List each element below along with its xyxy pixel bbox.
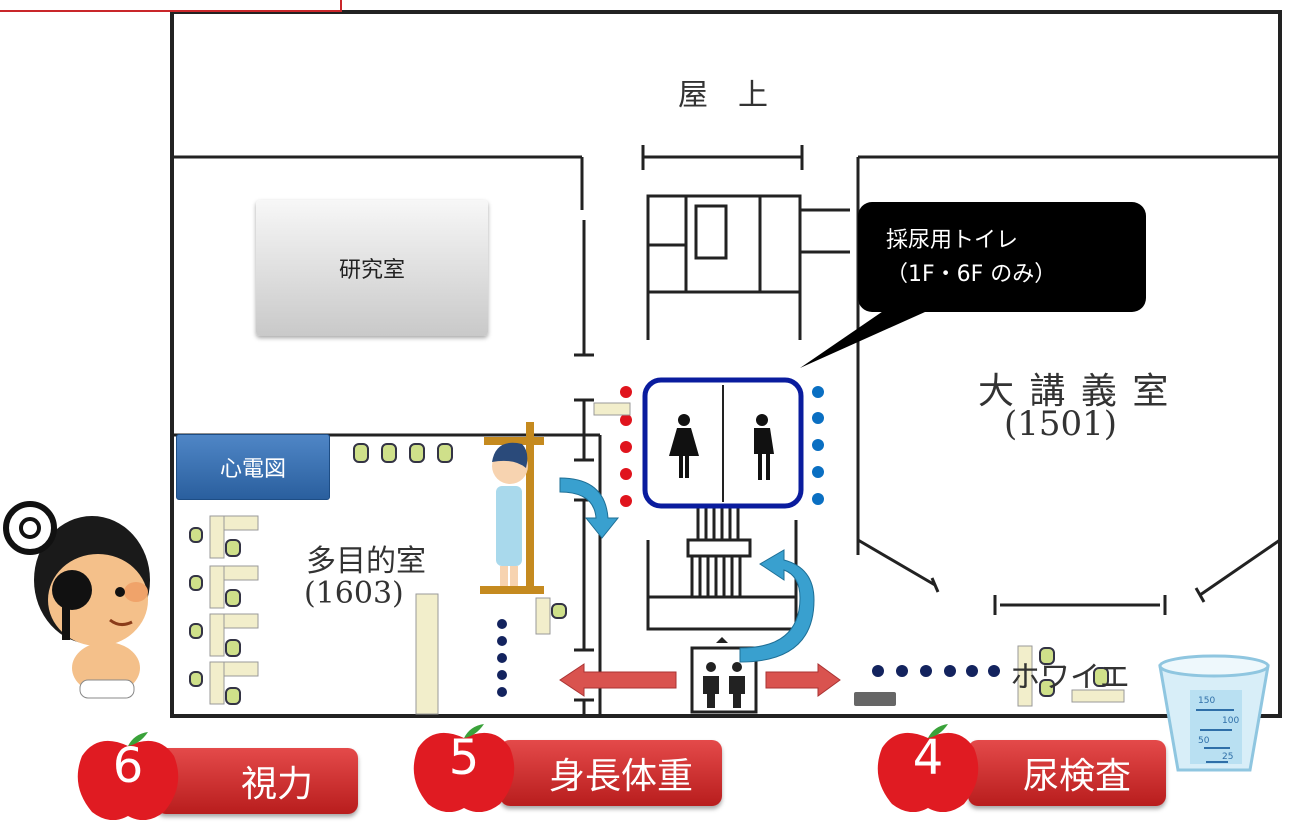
- station-6-apple: 6: [76, 728, 180, 820]
- callout-pointer: [800, 305, 925, 368]
- station-6-label: 視力: [240, 764, 313, 805]
- flow-arrow-right: [765, 663, 841, 697]
- rooftop-label: 屋 上: [678, 78, 768, 113]
- station-6-number: 6: [112, 738, 144, 794]
- ecg-button[interactable]: 心電図: [176, 434, 330, 500]
- female-toilet-icon: [669, 414, 699, 478]
- lecture-room-name: 大 講 義 室: [978, 371, 1171, 412]
- station-4-number: 4: [912, 730, 944, 786]
- queue-dots-vertical: [497, 619, 507, 697]
- cup-mark-50: 50: [1198, 736, 1210, 746]
- station-5-apple: 5: [412, 720, 516, 812]
- lecture-room-number: (1501): [1004, 404, 1118, 444]
- queue-dots-horizontal: [872, 665, 1000, 677]
- multi-room-number: (1603): [304, 576, 404, 611]
- station-5-number: 5: [448, 730, 480, 786]
- callout-line-2: （1F・6F のみ）: [886, 262, 1057, 287]
- lab-button[interactable]: 研究室: [256, 200, 488, 336]
- callout-line-1: 採尿用トイレ: [886, 228, 1019, 253]
- foyer-label: ホワイエ: [1010, 660, 1130, 695]
- chair-icons: [189, 443, 1109, 705]
- toilet-frame: [642, 377, 804, 509]
- header-strip: [0, 0, 342, 12]
- height-scale-icon: [480, 422, 544, 594]
- cup-mark-100: 100: [1222, 716, 1240, 726]
- flow-arrow-down: [559, 477, 620, 539]
- multi-room-name: 多目的室: [306, 544, 426, 579]
- cup-mark-150: 150: [1198, 696, 1216, 706]
- flow-arrow-up: [739, 549, 815, 663]
- station-4-label: 尿検査: [1022, 756, 1131, 797]
- station-5-banner[interactable]: 身長体重: [500, 740, 722, 806]
- station-4-apple: 4: [876, 720, 980, 812]
- male-toilet-icon: [754, 414, 774, 480]
- cup-mark-25: 25: [1222, 752, 1234, 762]
- desk-chairs-left: [209, 515, 1125, 715]
- urine-toilet-callout: 採尿用トイレ （1F・6F のみ）: [858, 202, 1146, 312]
- station-5-label: 身長体重: [548, 756, 693, 797]
- station-6-banner[interactable]: 視力: [156, 748, 358, 814]
- flow-arrow-left: [559, 663, 677, 697]
- queue-dots-blue: [812, 386, 824, 505]
- mat: [854, 692, 896, 706]
- queue-dots-red: [620, 386, 632, 507]
- station-4-banner[interactable]: 尿検査: [968, 740, 1166, 806]
- urine-cup-icon: [1158, 654, 1270, 772]
- vision-test-child-icon: [3, 501, 150, 699]
